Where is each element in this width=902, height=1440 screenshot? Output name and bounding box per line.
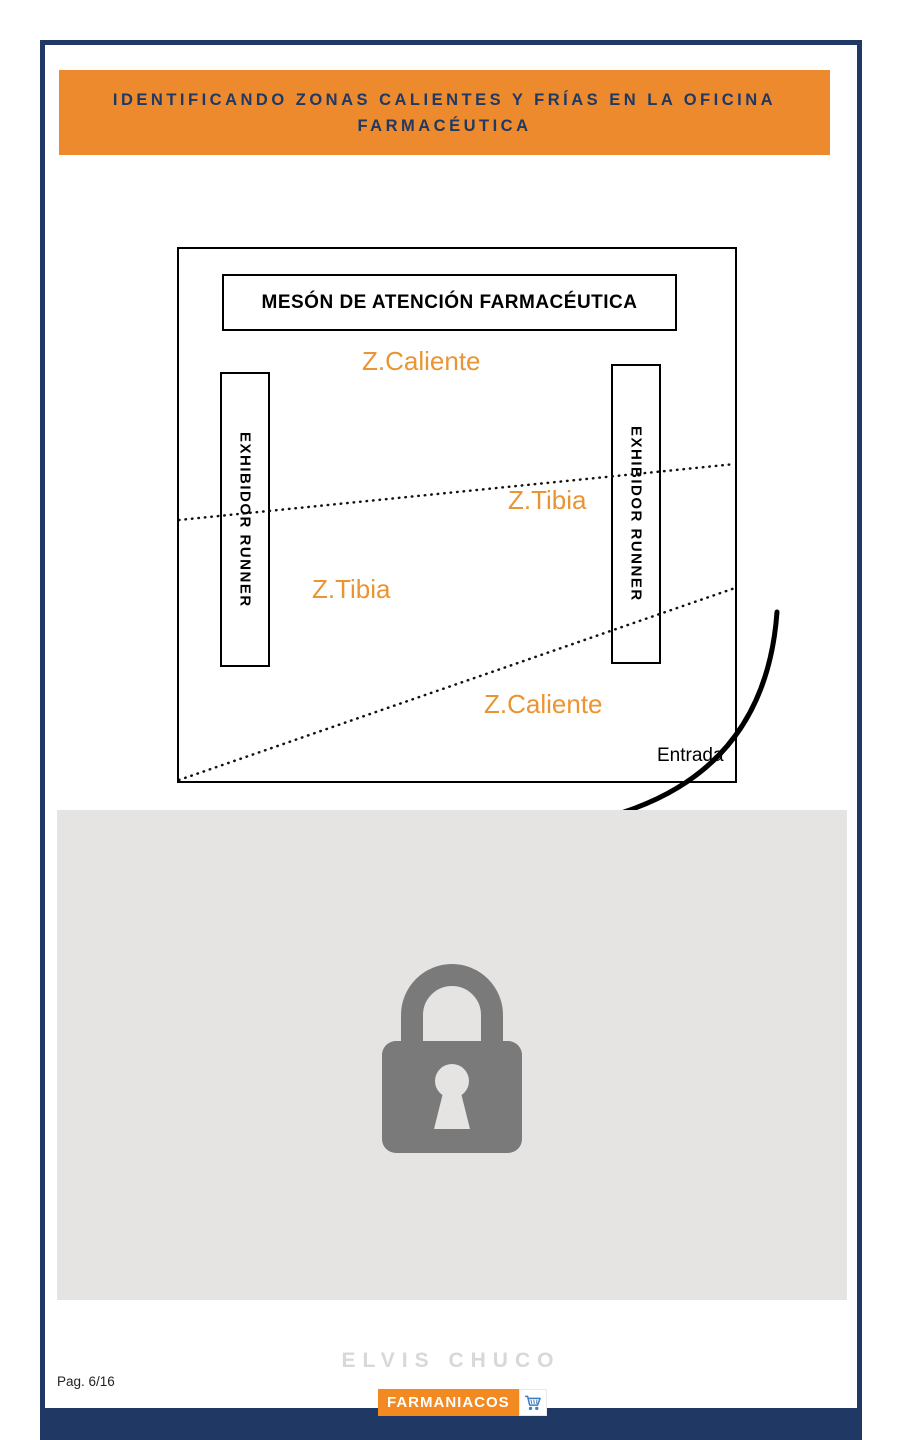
counter-box: MESÓN DE ATENCIÓN FARMACÉUTICA (222, 274, 677, 331)
author-name: ELVIS CHUCO (341, 1349, 561, 1372)
page-number: Pag. 6/16 (57, 1374, 115, 1389)
locked-content-panel (57, 810, 847, 1300)
zone-warm-right-label: Z.Tibia (508, 485, 587, 515)
page-title: IDENTIFICANDO ZONAS CALIENTES Y FRÍAS EN… (112, 90, 777, 135)
lock-icon (382, 963, 522, 1153)
brand-logo: FARMANIACOS (378, 1389, 547, 1416)
exhibitor-right-label: EXHIBIDOR RUNNER (627, 426, 645, 602)
shopping-cart-icon (518, 1389, 547, 1416)
counter-label: MESÓN DE ATENCIÓN FARMACÉUTICA (261, 291, 638, 313)
brand-name: FARMANIACOS (378, 1389, 519, 1416)
header-banner: IDENTIFICANDO ZONAS CALIENTES Y FRÍAS EN… (59, 70, 830, 155)
zone-hot-top-label: Z.Caliente (362, 346, 481, 376)
zone-hot-bottom-label: Z.Caliente (484, 689, 603, 719)
zone-warm-left-label: Z.Tibia (312, 574, 391, 604)
exhibitor-left-label: EXHIBIDOR RUNNER (236, 431, 254, 608)
exhibitor-left-box: EXHIBIDOR RUNNER (220, 372, 270, 667)
exhibitor-right-box: EXHIBIDOR RUNNER (611, 364, 661, 664)
pharmacy-floorplan-diagram: MESÓN DE ATENCIÓN FARMACÉUTICA EXHIBIDOR… (177, 247, 737, 783)
entrance-label: Entrada (657, 745, 724, 766)
